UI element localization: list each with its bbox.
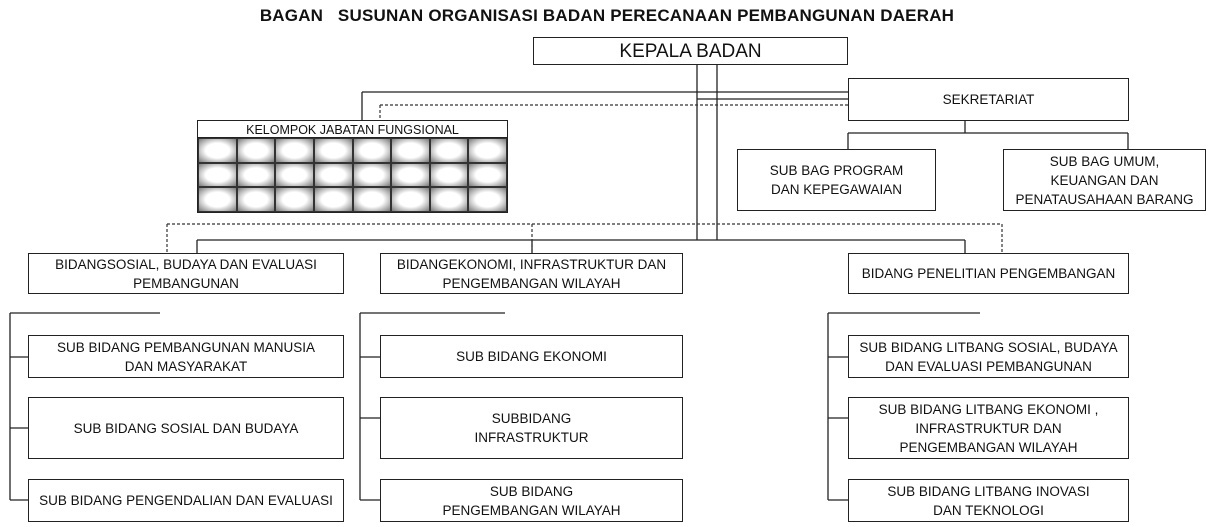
sub-infrastruktur-box: SUBBIDANG INFRASTRUKTUR — [380, 397, 683, 459]
chart-title: BAGAN SUSUNAN ORGANISASI BADAN PERECANAA… — [259, 6, 955, 25]
sub-litbang-inovasi-box: SUB BIDANG LITBANG INOVASI DAN TEKNOLOGI — [848, 479, 1129, 522]
kepala-badan-box: KEPALA BADAN — [533, 37, 848, 65]
bidang-sosial-box: BIDANGSOSIAL, BUDAYA DAN EVALUASI PEMBAN… — [28, 253, 344, 294]
subbag-umum-box: SUB BAG UMUM, KEUANGAN DAN PENATAUSAHAAN… — [1003, 149, 1206, 211]
sub-ekonomi-box: SUB BIDANG EKONOMI — [380, 335, 683, 378]
sub-pembangunan-manusia-box: SUB BIDANG PEMBANGUNAN MANUSIA DAN MASYA… — [28, 335, 344, 378]
bidang-ekonomi-box: BIDANGEKONOMI, INFRASTRUKTUR DAN PENGEMB… — [380, 253, 683, 294]
sub-pengendalian-box: SUB BIDANG PENGENDALIAN DAN EVALUASI — [28, 479, 344, 522]
sub-sosial-budaya-box: SUB BIDANG SOSIAL DAN BUDAYA — [28, 397, 344, 459]
kelompok-jabatan-label: KELOMPOK JABATAN FUNGSIONAL — [197, 120, 508, 138]
kepala-badan-label: KEPALA BADAN — [619, 40, 762, 62]
sekretariat-box: SEKRETARIAT — [848, 78, 1129, 121]
subbag-program-box: SUB BAG PROGRAM DAN KEPEGAWAIAN — [737, 149, 936, 211]
sekretariat-label: SEKRETARIAT — [942, 92, 1035, 107]
sub-pengembangan-wilayah-box: SUB BIDANG PENGEMBANGAN WILAYAH — [380, 479, 683, 522]
bidang-penelitian-box: BIDANG PENELITIAN PENGEMBANGAN — [848, 253, 1129, 294]
sub-litbang-ekonomi-box: SUB BIDANG LITBANG EKONOMI , INFRASTRUKT… — [848, 397, 1129, 459]
kelompok-jabatan-grid — [197, 137, 508, 213]
sub-litbang-sosial-box: SUB BIDANG LITBANG SOSIAL, BUDAYA DAN EV… — [848, 335, 1129, 378]
